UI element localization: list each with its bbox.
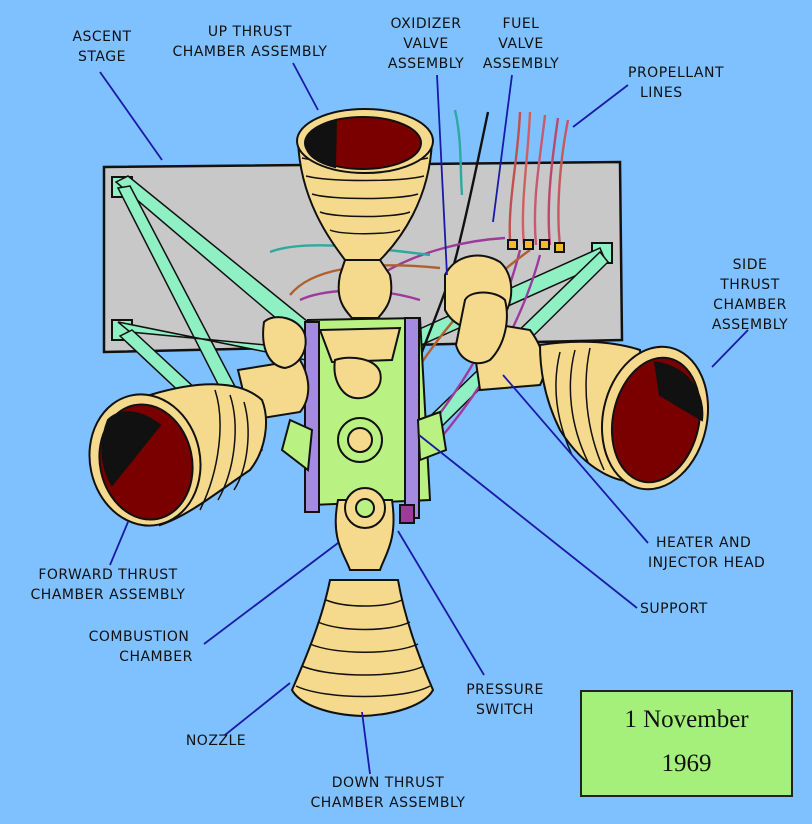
label-oxidizer-line2: VALVE	[403, 36, 449, 52]
label-fuel-line2: VALVE	[498, 36, 544, 52]
label-pressure-switch: PRESSURE SWITCH	[459, 680, 551, 720]
label-propellant-lines: PROPELLANT LINES	[628, 63, 748, 103]
label-ascent-stage-line2: STAGE	[78, 49, 126, 65]
label-combustion-line1: COMBUSTION	[88, 629, 190, 645]
label-side-line1: SIDE	[732, 257, 768, 273]
label-side-line3: CHAMBER	[713, 297, 787, 313]
label-propellant-line1: PROPELLANT	[628, 65, 724, 81]
label-pressure-line1: PRESSURE	[466, 682, 544, 698]
label-combustion-line2: CHAMBER	[119, 649, 193, 665]
leader-lines	[99, 62, 749, 775]
label-fuel-valve: FUEL VALVE ASSEMBLY	[473, 14, 569, 74]
valve-assemblies	[444, 239, 565, 365]
label-nozzle-line1: NOZZLE	[185, 733, 247, 749]
label-up-thrust-line1: UP THRUST	[207, 24, 293, 40]
label-down-thrust: DOWN THRUST CHAMBER ASSEMBLY	[295, 773, 481, 813]
label-support-line1: SUPPORT	[640, 601, 708, 617]
label-combustion-chamber: COMBUSTION CHAMBER	[78, 627, 200, 667]
label-forward-line1: FORWARD THRUST	[38, 567, 178, 583]
label-down-line2: CHAMBER ASSEMBLY	[310, 795, 466, 811]
label-forward-line2: CHAMBER ASSEMBLY	[30, 587, 186, 603]
label-propellant-line2: LINES	[640, 85, 683, 101]
up-thrust-chamber	[296, 108, 434, 319]
label-forward-thrust: FORWARD THRUST CHAMBER ASSEMBLY	[18, 565, 198, 605]
label-support: SUPPORT	[640, 599, 730, 619]
down-thrust-chamber	[290, 487, 435, 718]
label-ascent-stage: ASCENT STAGE	[56, 27, 148, 67]
label-side-line4: ASSEMBLY	[711, 317, 789, 333]
label-pressure-line2: SWITCH	[476, 702, 534, 718]
label-fuel-line3: ASSEMBLY	[482, 56, 560, 72]
date-line1: 1 November	[624, 706, 749, 733]
label-down-line1: DOWN THRUST	[331, 775, 445, 791]
label-heater-line1: HEATER AND	[656, 535, 752, 551]
label-heater-line2: INJECTOR HEAD	[648, 555, 766, 571]
label-heater-injector: HEATER AND INJECTOR HEAD	[648, 533, 800, 573]
label-up-thrust-line2: CHAMBER ASSEMBLY	[172, 44, 328, 60]
date-box: 1 November 1969	[580, 690, 793, 797]
label-side-thrust: SIDE THRUST CHAMBER ASSEMBLY	[700, 255, 800, 335]
label-ascent-stage-line1: ASCENT	[72, 29, 132, 45]
heater-injector-head	[262, 316, 382, 400]
label-side-line2: THRUST	[720, 277, 780, 293]
label-oxidizer-line1: OXIDIZER	[390, 16, 462, 32]
label-oxidizer-line3: ASSEMBLY	[387, 56, 465, 72]
forward-thrust-chamber	[88, 358, 310, 527]
label-up-thrust: UP THRUST CHAMBER ASSEMBLY	[160, 22, 340, 62]
label-fuel-line1: FUEL	[502, 16, 540, 32]
date-line2: 1969	[661, 750, 712, 777]
label-oxidizer-valve: OXIDIZER VALVE ASSEMBLY	[377, 14, 475, 74]
label-nozzle: NOZZLE	[176, 731, 256, 751]
side-thrust-chamber	[468, 318, 710, 491]
